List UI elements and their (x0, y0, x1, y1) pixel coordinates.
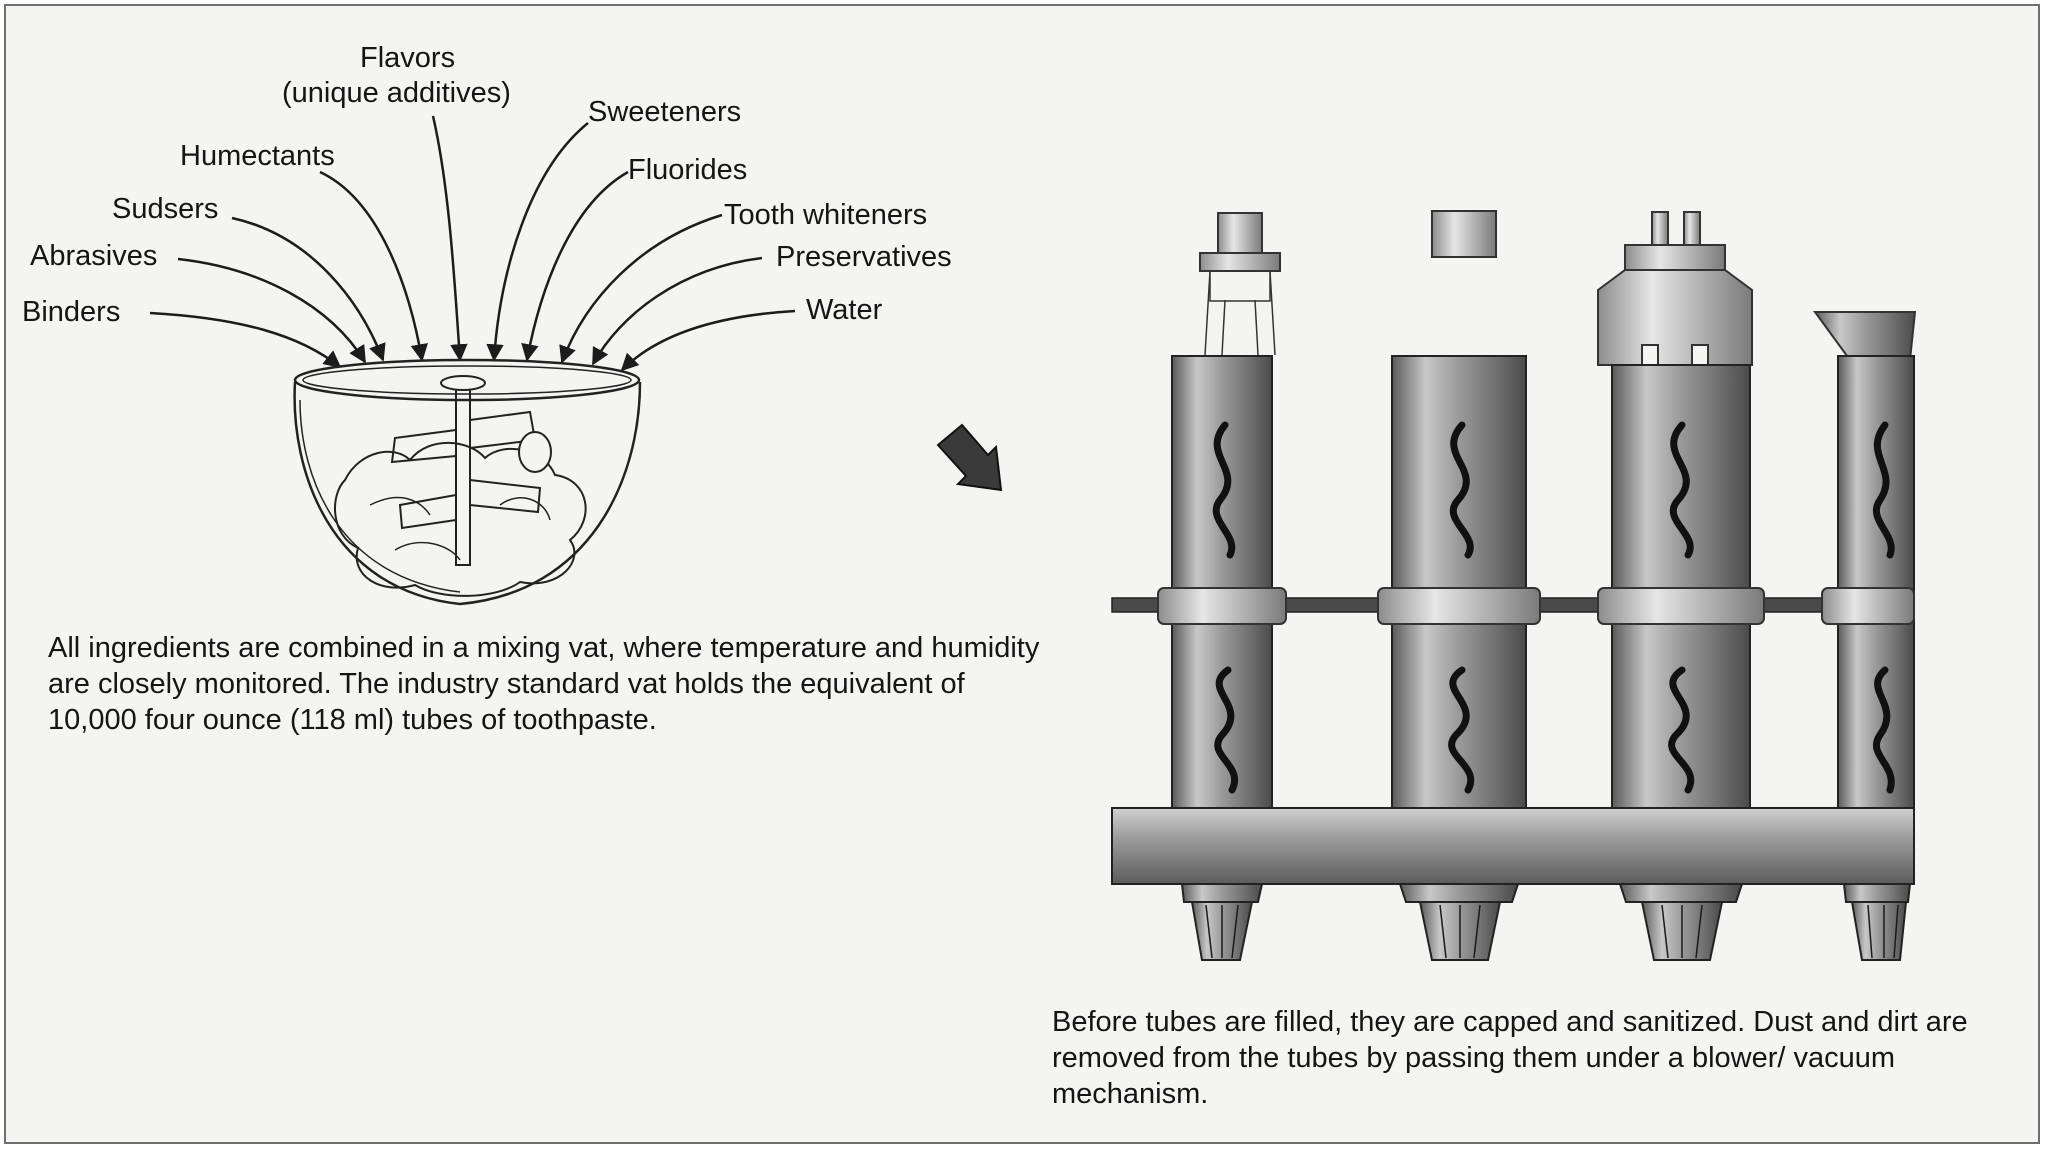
cap-1 (1431, 210, 1497, 258)
blower-nozzle-1 (1199, 212, 1281, 356)
arrow-flavors (431, 115, 468, 362)
mixer-paddle-1 (469, 410, 537, 449)
label-flavors: Flavors (360, 42, 456, 74)
arrow-sudsers (231, 216, 386, 362)
mixer-paddle-3 (469, 479, 542, 514)
label-flavors-sub: (unique additives) (282, 77, 511, 109)
ingredient-arrows (149, 115, 796, 372)
arrow-humectants (319, 170, 428, 362)
label-water: Water (806, 294, 883, 326)
label-sudsers: Sudsers (112, 193, 219, 225)
arrow-tooth-whiteners (559, 213, 723, 364)
arrow-sweeteners (486, 122, 589, 362)
mixer-paddle-2 (390, 429, 457, 464)
label-tooth-whiteners: Tooth whiteners (724, 199, 928, 231)
label-fluorides: Fluorides (628, 154, 748, 186)
caption-tubes: Before tubes are filled, they are capped… (1052, 1006, 1968, 1110)
mixer-shaft (455, 384, 471, 566)
vacuum-nozzle (1597, 211, 1753, 366)
tube-brand-script (1212, 421, 1895, 794)
caption-mixing: All ingredients are combined in a mixing… (48, 632, 1040, 736)
mixer-paddle-4 (398, 494, 457, 530)
label-sweeteners: Sweeteners (588, 96, 742, 128)
vat-contents (334, 441, 587, 597)
label-preservatives: Preservatives (776, 241, 952, 273)
process-arrow (936, 423, 1003, 492)
label-abrasives: Abrasives (30, 240, 158, 272)
label-humectants: Humectants (180, 140, 335, 172)
arrow-binders (149, 311, 342, 369)
arrow-preservatives (591, 256, 763, 366)
arrow-abrasives (177, 257, 367, 364)
rail-collars (1157, 587, 1915, 625)
arrow-water (620, 309, 796, 372)
blower-nozzle-2 (1813, 311, 1917, 361)
tube-caps (1180, 883, 1912, 961)
conveyor-base (1111, 807, 1915, 885)
tube-conveyor (1111, 210, 1917, 961)
mixing-vat (293, 358, 642, 606)
label-binders: Binders (22, 296, 121, 328)
arrow-fluorides (521, 170, 629, 362)
